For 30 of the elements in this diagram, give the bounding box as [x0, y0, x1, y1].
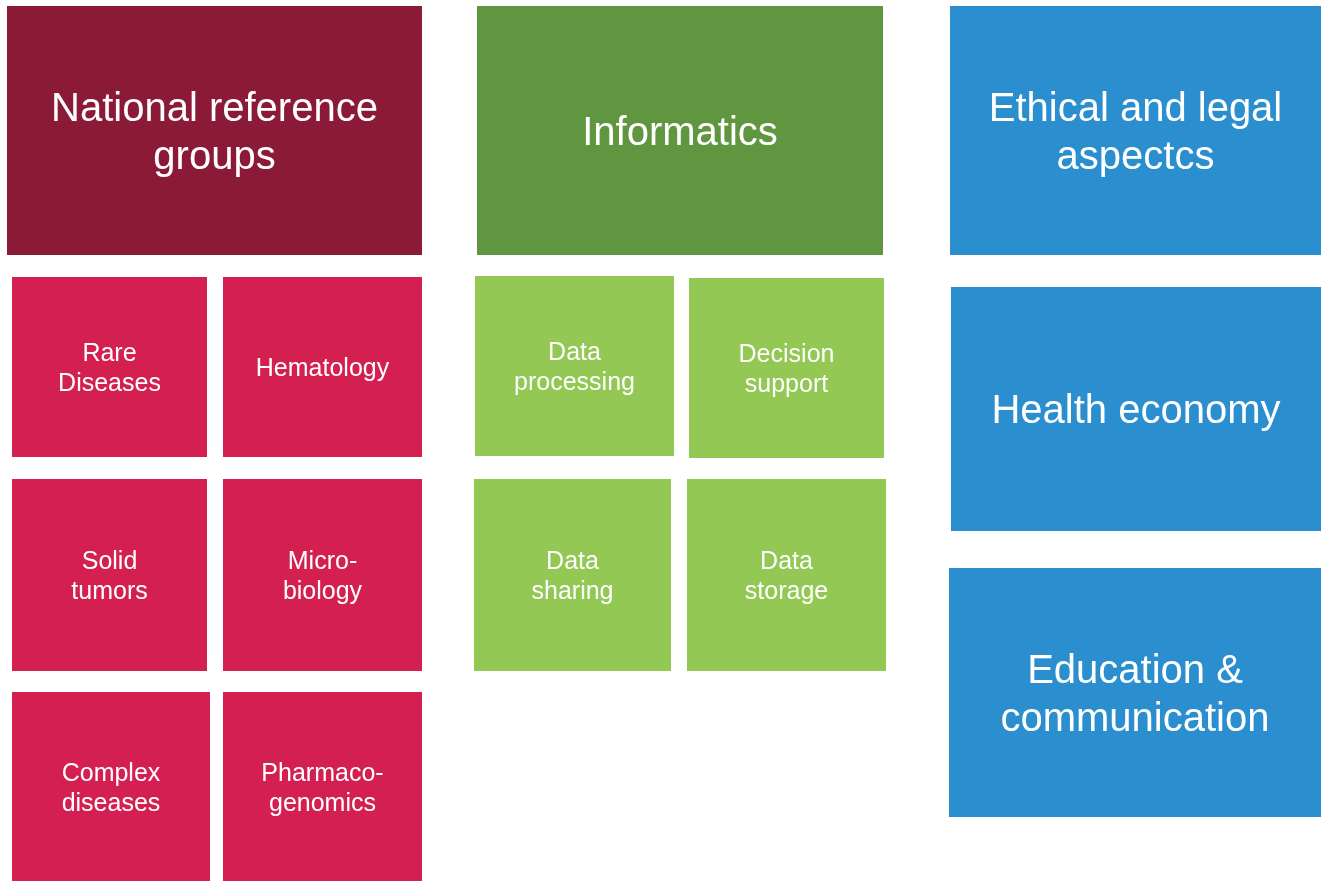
- tile-label: Micro- biology: [281, 545, 364, 605]
- category-tile: [951, 287, 1321, 531]
- tile-label: Rare Diseases: [57, 337, 162, 397]
- category-tile: [223, 277, 422, 457]
- category-tile: [949, 568, 1321, 817]
- category-tile: [950, 6, 1321, 255]
- category-tile: [475, 276, 674, 456]
- tile-label: Data sharing: [530, 545, 615, 605]
- category-tile: [12, 479, 207, 671]
- tile-label: Solid tumors: [70, 545, 149, 605]
- category-tile: [687, 479, 886, 671]
- tile-label: Informatics: [582, 107, 778, 155]
- tile-label: Data storage: [743, 545, 830, 605]
- tile-label: Education & communication: [999, 645, 1271, 741]
- category-tile: [474, 479, 671, 671]
- category-tile: [223, 692, 422, 881]
- category-tile: [12, 277, 207, 457]
- tile-label: Health economy: [991, 386, 1281, 433]
- category-tile: [689, 278, 884, 458]
- category-tile: [477, 6, 883, 255]
- category-tile: [12, 692, 210, 881]
- tile-label: Pharmaco- genomics: [260, 756, 385, 817]
- tile-label: National reference groups: [50, 83, 379, 179]
- tile-label: Hematology: [255, 352, 390, 382]
- tile-label: Ethical and legal aspectcs: [987, 83, 1284, 179]
- tile-label: Decision support: [737, 338, 836, 398]
- category-tile: [223, 479, 422, 671]
- tile-label: Complex diseases: [60, 756, 162, 817]
- tile-label: Data processing: [513, 336, 636, 396]
- category-tile: [7, 6, 422, 255]
